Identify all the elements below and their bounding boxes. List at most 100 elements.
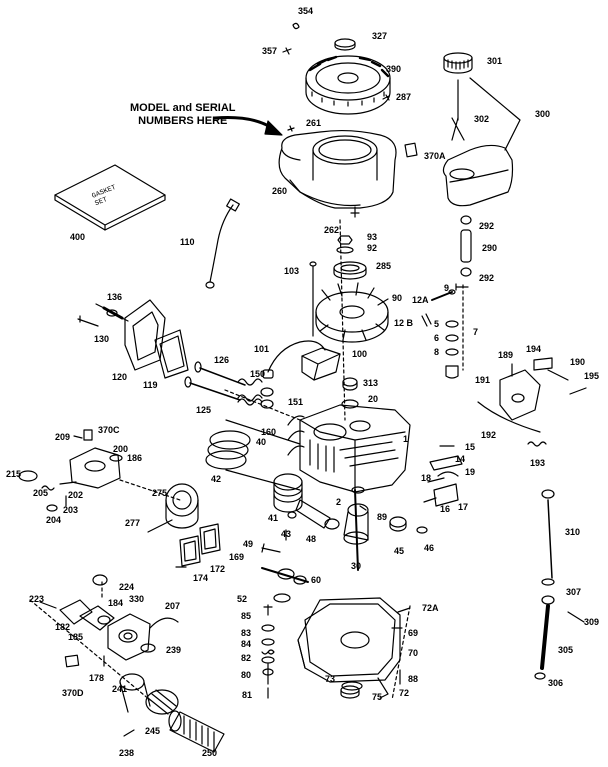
part-label: 46 (424, 543, 435, 553)
part-label: 200 (113, 444, 129, 454)
part-label: 370A (424, 151, 446, 161)
part-label: 30 (351, 561, 362, 571)
part-label: 12A (412, 295, 429, 305)
leader-160 (225, 419, 301, 491)
spark-plug-wire-101 (262, 340, 326, 379)
part-label: 313 (363, 378, 379, 388)
flywheel-90 (315, 282, 389, 343)
fuel-pump-185 (79, 605, 115, 631)
part-label: 110 (180, 237, 195, 247)
part-label: 205 (33, 488, 49, 498)
screw-85 (263, 604, 273, 616)
ignition-module-100 (301, 347, 341, 381)
rewind-starter-390 (305, 55, 391, 115)
part-label: 400 (70, 232, 86, 242)
governor-14 (429, 455, 463, 471)
part-label: 292 (479, 273, 495, 283)
label-370A (404, 142, 418, 158)
control-194 (533, 357, 553, 371)
cup-7 (445, 365, 459, 379)
starter-cup-327 (334, 38, 356, 51)
part-label: 207 (165, 601, 181, 611)
part-label: 301 (487, 56, 503, 66)
fuel-line-302 (451, 79, 465, 141)
part-label: 9 (444, 283, 450, 293)
callout-line-2: NUMBERS HERE (138, 115, 228, 127)
part-label: 72 (399, 688, 410, 698)
spring-82 (261, 649, 275, 664)
part-label: 93 (367, 232, 378, 242)
part-label: 75 (372, 692, 383, 702)
part-label: 239 (166, 645, 182, 655)
screw-223 (39, 601, 57, 609)
part-label: 12 B (394, 318, 414, 328)
screw-277 (147, 519, 173, 533)
part-label: 72A (422, 603, 439, 613)
screw-262 (350, 206, 360, 218)
screw-287 (382, 94, 390, 101)
part-label: 172 (210, 564, 226, 574)
part-label: 20 (368, 394, 379, 404)
carburetor-200 (69, 447, 121, 489)
part-label: 224 (119, 582, 135, 592)
part-label: 130 (94, 334, 110, 344)
part-label: 192 (481, 430, 497, 440)
gasket-set-400 (54, 164, 166, 231)
part-label: 204 (46, 515, 62, 525)
fuel-tank-300 (442, 144, 514, 207)
part-label: 193 (530, 458, 546, 468)
dipstick-tube-305 (540, 595, 555, 670)
part-label: 7 (473, 327, 479, 337)
part-label: 119 (143, 380, 158, 390)
clamp-224 (92, 574, 108, 586)
clamp-292 (460, 215, 472, 277)
part-label: 92 (367, 243, 378, 253)
nozzle-202 (59, 481, 77, 485)
part-label: 190 (570, 357, 586, 367)
gasket-186 (109, 454, 123, 462)
pin-41 (287, 511, 297, 519)
screw-261 (287, 125, 295, 132)
seal-2 (351, 486, 365, 494)
screw-209 (73, 435, 83, 439)
part-label: 88 (408, 674, 419, 684)
bowl-215 (18, 470, 38, 482)
plug-72 (377, 677, 389, 699)
seal-20 (341, 399, 359, 409)
part-label: 292 (479, 221, 495, 231)
part-label: 45 (394, 546, 405, 556)
part-label: 19 (465, 467, 476, 477)
crankshaft-30 (343, 489, 369, 571)
part-label: 203 (63, 505, 79, 515)
screw-9 (455, 283, 469, 291)
part-label: 275 (152, 488, 168, 498)
part-label: 261 (306, 118, 322, 128)
nut-93 (337, 235, 353, 245)
fuel-cap-301 (443, 52, 473, 74)
washer-5 (445, 320, 459, 328)
part-label: 169 (229, 552, 245, 562)
part-label: 238 (119, 748, 135, 758)
elbow-182 (59, 599, 93, 625)
retainer-151 (260, 387, 274, 409)
part-label: 194 (526, 344, 542, 354)
part-label: 49 (243, 539, 254, 549)
screen-285 (333, 261, 367, 280)
ground-wire-110 (205, 198, 240, 289)
part-label: 290 (482, 243, 498, 253)
gasket-184 (97, 615, 111, 625)
lever-18 (427, 477, 445, 483)
part-label: 309 (584, 617, 600, 627)
part-label: 85 (241, 611, 252, 621)
part-label: 84 (241, 639, 252, 649)
label-370D (64, 654, 80, 668)
blower-housing-260 (278, 129, 397, 209)
part-label: 174 (193, 573, 209, 583)
part-label: 151 (288, 397, 304, 407)
washer-92 (336, 246, 354, 254)
washer-73 (341, 681, 363, 691)
part-label: 80 (241, 670, 252, 680)
part-label: 125 (196, 405, 212, 415)
part-label: 43 (281, 529, 292, 539)
control-bracket-191 (499, 369, 541, 421)
